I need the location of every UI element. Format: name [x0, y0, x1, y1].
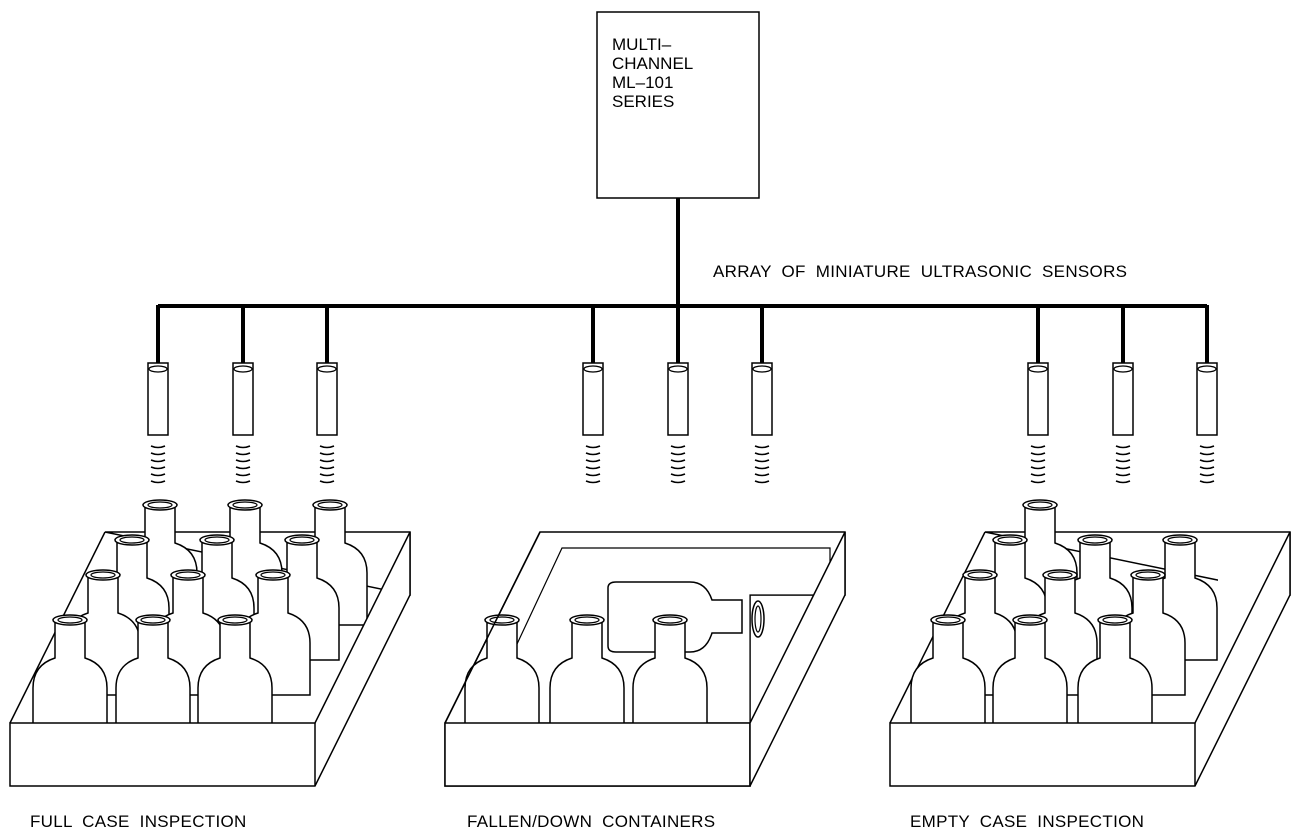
sensor	[315, 303, 339, 485]
sensor	[1195, 303, 1219, 485]
controller-line-2: CHANNEL	[612, 54, 694, 73]
sensor	[146, 303, 170, 485]
empty-case-crate	[889, 499, 1291, 787]
sensor	[581, 303, 605, 485]
controller-line-3: ML–101	[612, 73, 674, 92]
caption-fallen-containers: FALLEN/DOWN CONTAINERS	[467, 812, 716, 831]
controller-line-4: SERIES	[612, 92, 675, 111]
caption-empty-case: EMPTY CASE INSPECTION	[910, 812, 1145, 831]
controller-label: MULTI– CHANNEL ML–101 SERIES	[612, 35, 693, 111]
sensor	[750, 303, 774, 485]
array-label: ARRAY OF MINIATURE ULTRASONIC SENSORS	[713, 262, 1128, 281]
fallen-case-crate	[444, 531, 846, 787]
sensor	[1111, 303, 1135, 485]
caption-full-case: FULL CASE INSPECTION	[30, 812, 247, 831]
sensor	[666, 303, 690, 485]
controller-line-1: MULTI–	[612, 35, 672, 54]
sensor	[1026, 303, 1050, 485]
sensor-array	[146, 303, 1219, 485]
sensor	[231, 303, 255, 485]
full-case-crate	[9, 499, 411, 787]
controller-box	[596, 11, 760, 199]
